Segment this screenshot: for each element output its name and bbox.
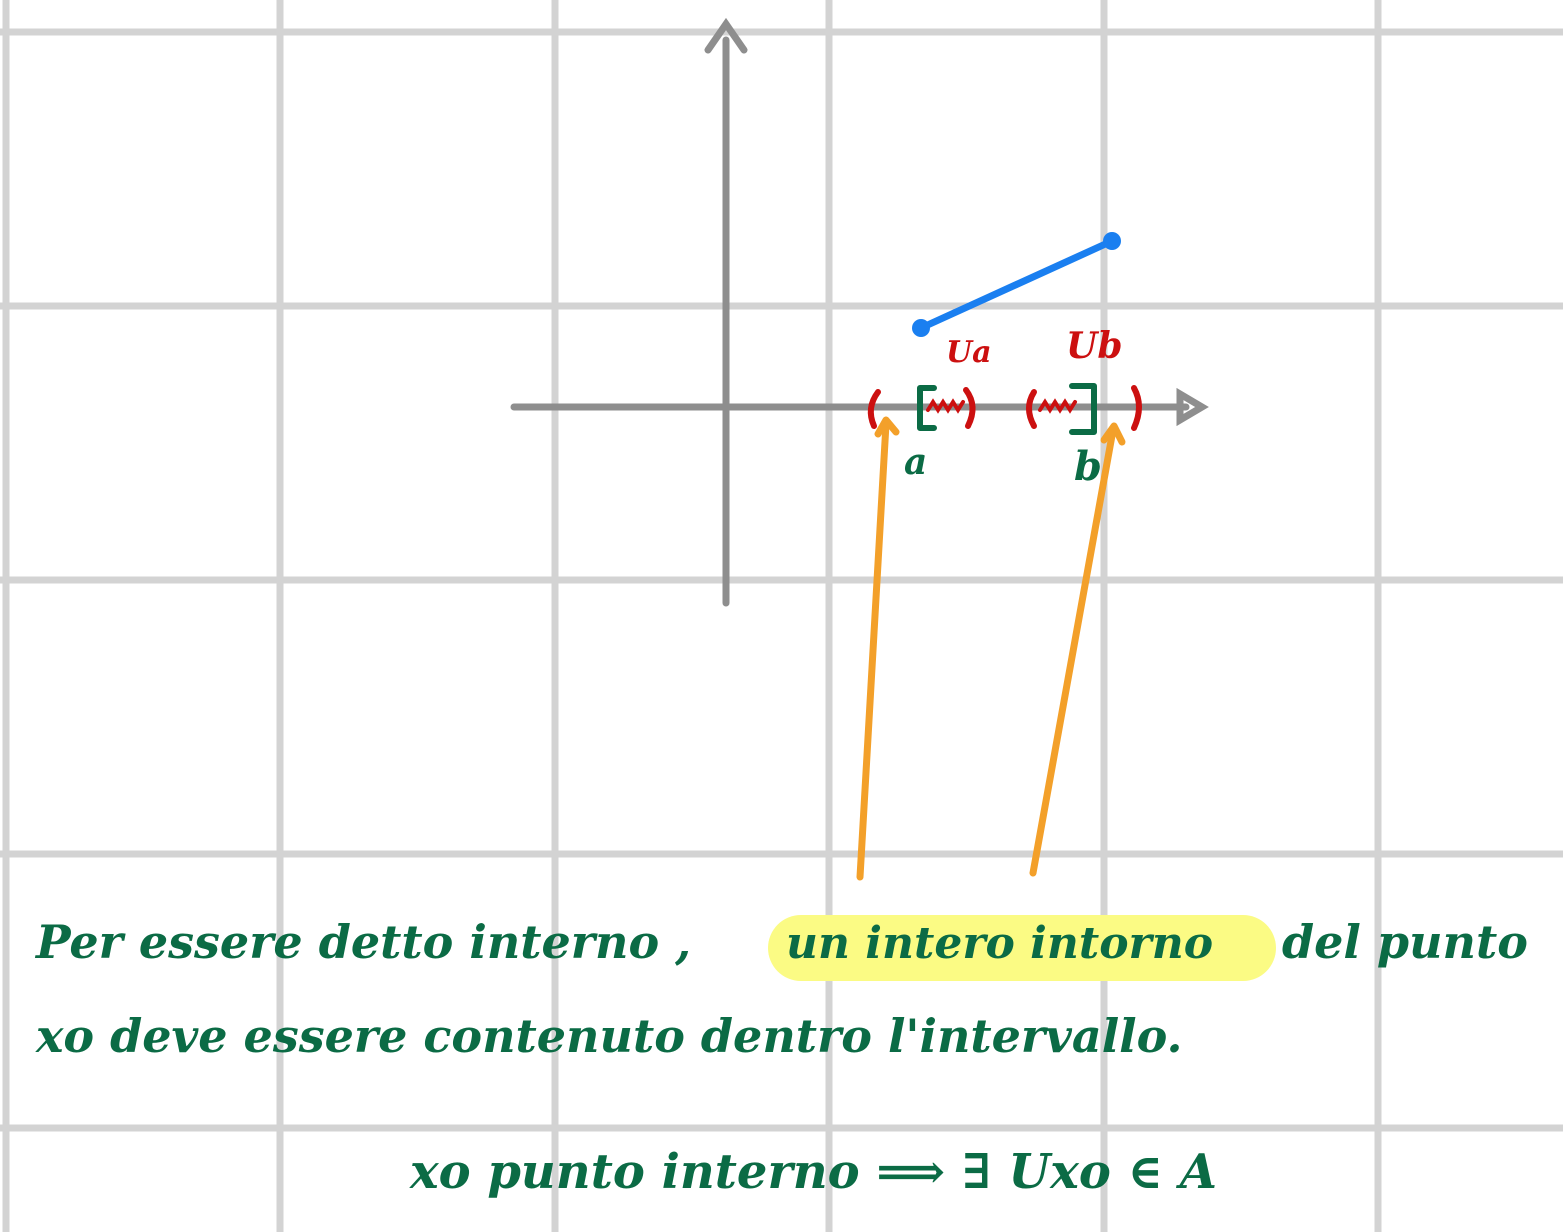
interval-b-hatch	[1038, 398, 1077, 414]
x-axis-arrowhead	[1176, 387, 1209, 427]
note-line2: xo deve essere contenuto dentro l'interv…	[35, 1009, 1183, 1063]
segment-start-point	[912, 319, 930, 337]
arrow-to-b	[1029, 426, 1117, 877]
neighbourhood-brackets	[867, 385, 1142, 431]
arrow-to-a	[856, 420, 890, 881]
interval-right-bracket	[1069, 383, 1097, 435]
neigh-b-left-paren	[1026, 389, 1037, 429]
formula-line: xo punto interno ⟹ ∃ Uxo ∈ A	[409, 1144, 1217, 1200]
neighbourhood-a-label: Ua	[946, 335, 992, 370]
neigh-b-right-paren	[1131, 385, 1142, 431]
interval-left-bracket	[917, 385, 937, 431]
arrow-to-b-head	[1100, 422, 1126, 446]
point-b-label: b	[1074, 443, 1102, 490]
neighbourhood-b-label: Ub	[1066, 325, 1123, 367]
interval-a-hatch	[926, 398, 965, 414]
arrow-to-a-head	[874, 416, 900, 438]
pointer-arrows	[856, 416, 1126, 881]
interval-brackets	[917, 383, 1097, 435]
interval-hatching	[926, 398, 1077, 414]
text-highlight	[768, 915, 1276, 981]
function-segment	[912, 232, 1121, 337]
neigh-a-right-paren	[963, 387, 976, 429]
note-line1-highlighted: un intero intorno	[786, 918, 1213, 969]
point-a-label: a	[904, 441, 927, 483]
neigh-a-left-paren	[867, 389, 881, 429]
segment-end-point	[1103, 232, 1121, 250]
note-line1-start: Per essere detto interno ,	[34, 915, 691, 969]
note-line1-end: del punto	[1282, 915, 1528, 969]
y-axis-arrowhead	[704, 17, 748, 54]
